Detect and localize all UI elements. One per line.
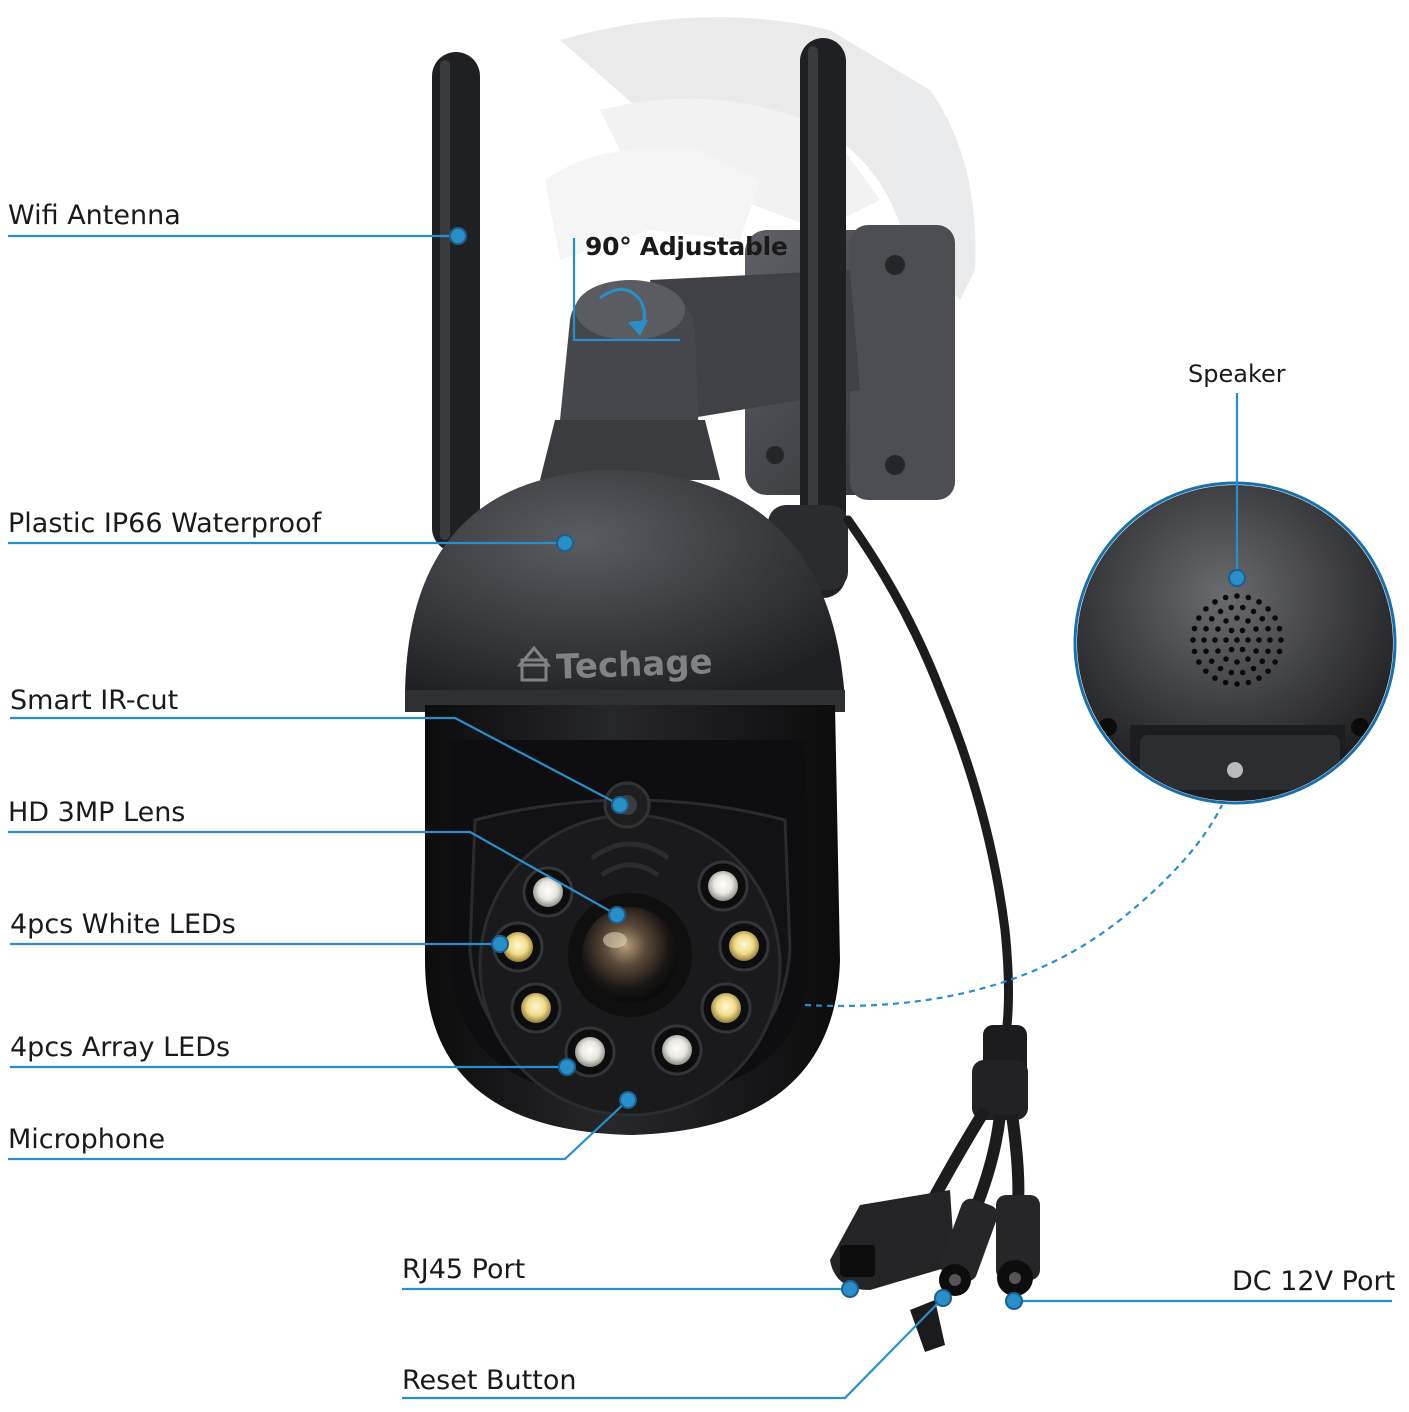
rj45-connector (830, 1190, 955, 1290)
reset-connector (910, 1198, 998, 1352)
lens-dot (608, 906, 626, 924)
speaker-label: Speaker (1188, 360, 1286, 388)
led-6 (718, 920, 770, 972)
reset-callout (402, 1297, 944, 1400)
dc-connector (996, 1195, 1040, 1296)
ir-cut-dot (611, 796, 629, 814)
left-antenna (432, 52, 480, 552)
white-leds-dot (491, 935, 509, 953)
lens-callout (8, 830, 618, 916)
led-4 (564, 1026, 616, 1078)
ir-cut-label: Smart IR-cut (10, 685, 179, 716)
dc-dot (1005, 1292, 1023, 1310)
reset-dot (934, 1289, 952, 1307)
callout-dots (449, 227, 1246, 1310)
techage-logo: Techage (516, 642, 714, 688)
array-leds-dot (558, 1058, 576, 1076)
led-3 (510, 982, 562, 1034)
callout-lines (8, 234, 1392, 1400)
brand-text: Techage (556, 642, 714, 687)
speaker-grille (1190, 593, 1284, 687)
white-leds-label: 4pcs White LEDs (10, 909, 236, 940)
reset-label: Reset Button (402, 1365, 577, 1396)
cable-splitter (924, 1025, 1028, 1213)
dc-label: DC 12V Port (1232, 1266, 1396, 1297)
ir-cut-callout (10, 716, 621, 806)
wifi-antenna-dot (449, 227, 467, 245)
microphone-callout (8, 1099, 629, 1161)
led-1 (522, 866, 574, 918)
speaker-inset (1073, 481, 1397, 805)
led-group (492, 860, 770, 1078)
led-8 (651, 1024, 703, 1076)
adjust-vertical (572, 238, 680, 342)
array-leds-label: 4pcs Array LEDs (10, 1032, 231, 1063)
waterproof-dot (556, 534, 574, 552)
camera-lens (568, 893, 692, 1017)
rj45-dot (841, 1280, 859, 1298)
speaker-dot (1228, 569, 1246, 587)
adjustable-label: 90° Adjustable (585, 232, 788, 261)
led-5 (697, 860, 749, 912)
led-7 (700, 982, 752, 1034)
adjust-arrowhead (628, 320, 648, 336)
camera-neck (540, 280, 720, 480)
speaker-dashed-link (804, 804, 1223, 1008)
rj45-label: RJ45 Port (402, 1254, 526, 1285)
adjust-indicator (599, 288, 648, 336)
microphone-dot (619, 1091, 637, 1109)
microphone-label: Microphone (8, 1124, 166, 1155)
wifi-antenna-label: Wifi Antenna (8, 200, 181, 231)
lens-label: HD 3MP Lens (8, 797, 186, 828)
power-cable (843, 515, 1013, 1045)
waterproof-label: Plastic IP66 Waterproof (8, 508, 322, 539)
